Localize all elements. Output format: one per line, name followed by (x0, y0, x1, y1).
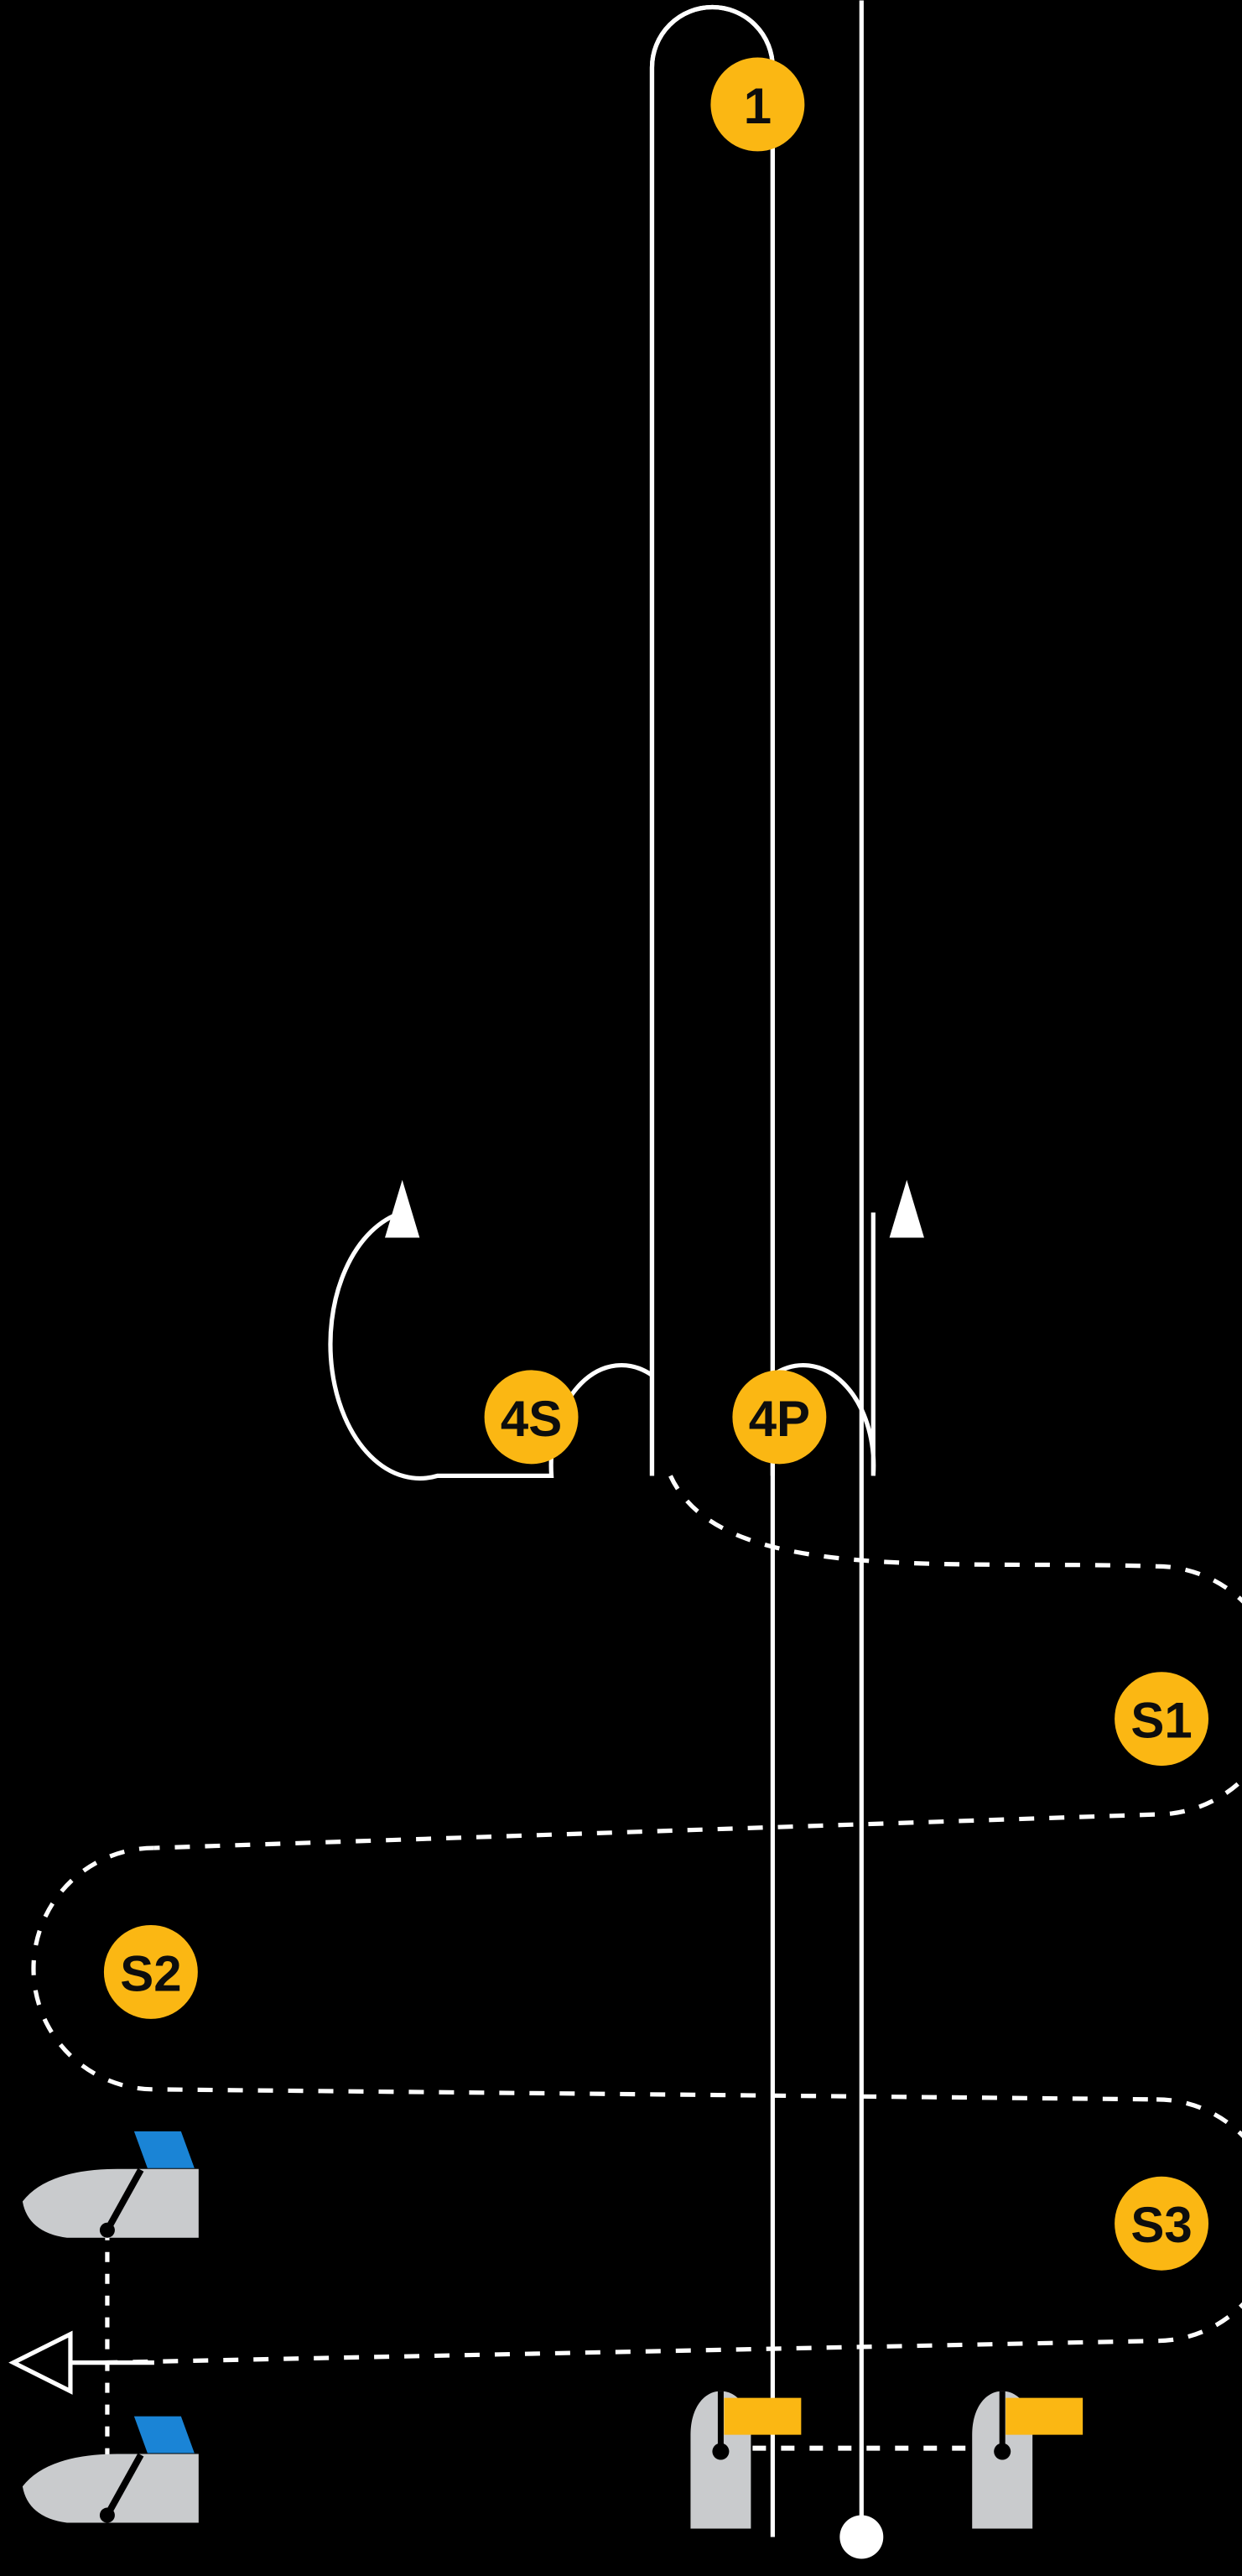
mark-s2-disc (103, 1924, 198, 2019)
mark-s1-label: S1 (1130, 1693, 1192, 1749)
boat-upper-left-hull (22, 2168, 199, 2238)
committee-boat-port-flag (724, 2397, 802, 2435)
gate-4s-turn (328, 1210, 653, 1481)
arrow-port-up-icon (385, 1179, 420, 1238)
boat-upper-left-pivot (99, 2222, 115, 2238)
mark-s3-disc (1115, 2176, 1209, 2271)
slalom-leg-s1 (153, 1475, 1242, 1850)
boat-lower-left (22, 2416, 199, 2523)
boat-upper-left-fin (133, 2131, 195, 2168)
windward-leg-loop (649, 4, 775, 1476)
arrow-starboard-up-icon (889, 1179, 924, 1238)
committee-boat-port-pin (712, 2443, 730, 2460)
mark-4p-label: 4P (749, 1391, 810, 1447)
mark-4p[interactable]: 4P (732, 1370, 827, 1465)
mark-4s-disc (484, 1370, 579, 1465)
mark-s3-label: S3 (1130, 2197, 1192, 2253)
mark-4s-label: 4S (501, 1391, 562, 1447)
mark-1-label: 1 (744, 78, 772, 134)
boat-lower-left-fin (133, 2416, 195, 2454)
mark-4s[interactable]: 4S (484, 1370, 579, 1465)
mark-s2[interactable]: S2 (103, 1924, 198, 2019)
mark-s2-label: S2 (120, 1945, 181, 2001)
slalom-leg-s2 (31, 1845, 1157, 2102)
committee-boat-starboard-flag (1006, 2397, 1084, 2435)
committee-boat-starboard (972, 2391, 1084, 2529)
committee-boat-starboard-pin (994, 2443, 1011, 2460)
boat-upper-left (22, 2131, 199, 2238)
mark-1-disc (710, 57, 805, 152)
boat-lower-left-hull (22, 2454, 199, 2523)
origin-dot (839, 2515, 884, 2559)
mark-1[interactable]: 1 (710, 57, 805, 152)
boat-lower-left-pivot (99, 2507, 115, 2523)
mark-s3[interactable]: S3 (1115, 2176, 1209, 2271)
boat-upper-left-mast (104, 2167, 144, 2232)
gate-4p-turn (771, 1212, 876, 1476)
mark-s1[interactable]: S1 (1115, 1672, 1209, 1767)
mark-4p-disc (732, 1370, 827, 1465)
committee-boat-port (690, 2391, 802, 2529)
boat-lower-left-mast (104, 2453, 144, 2517)
mark-s1-disc (1115, 1672, 1209, 1767)
